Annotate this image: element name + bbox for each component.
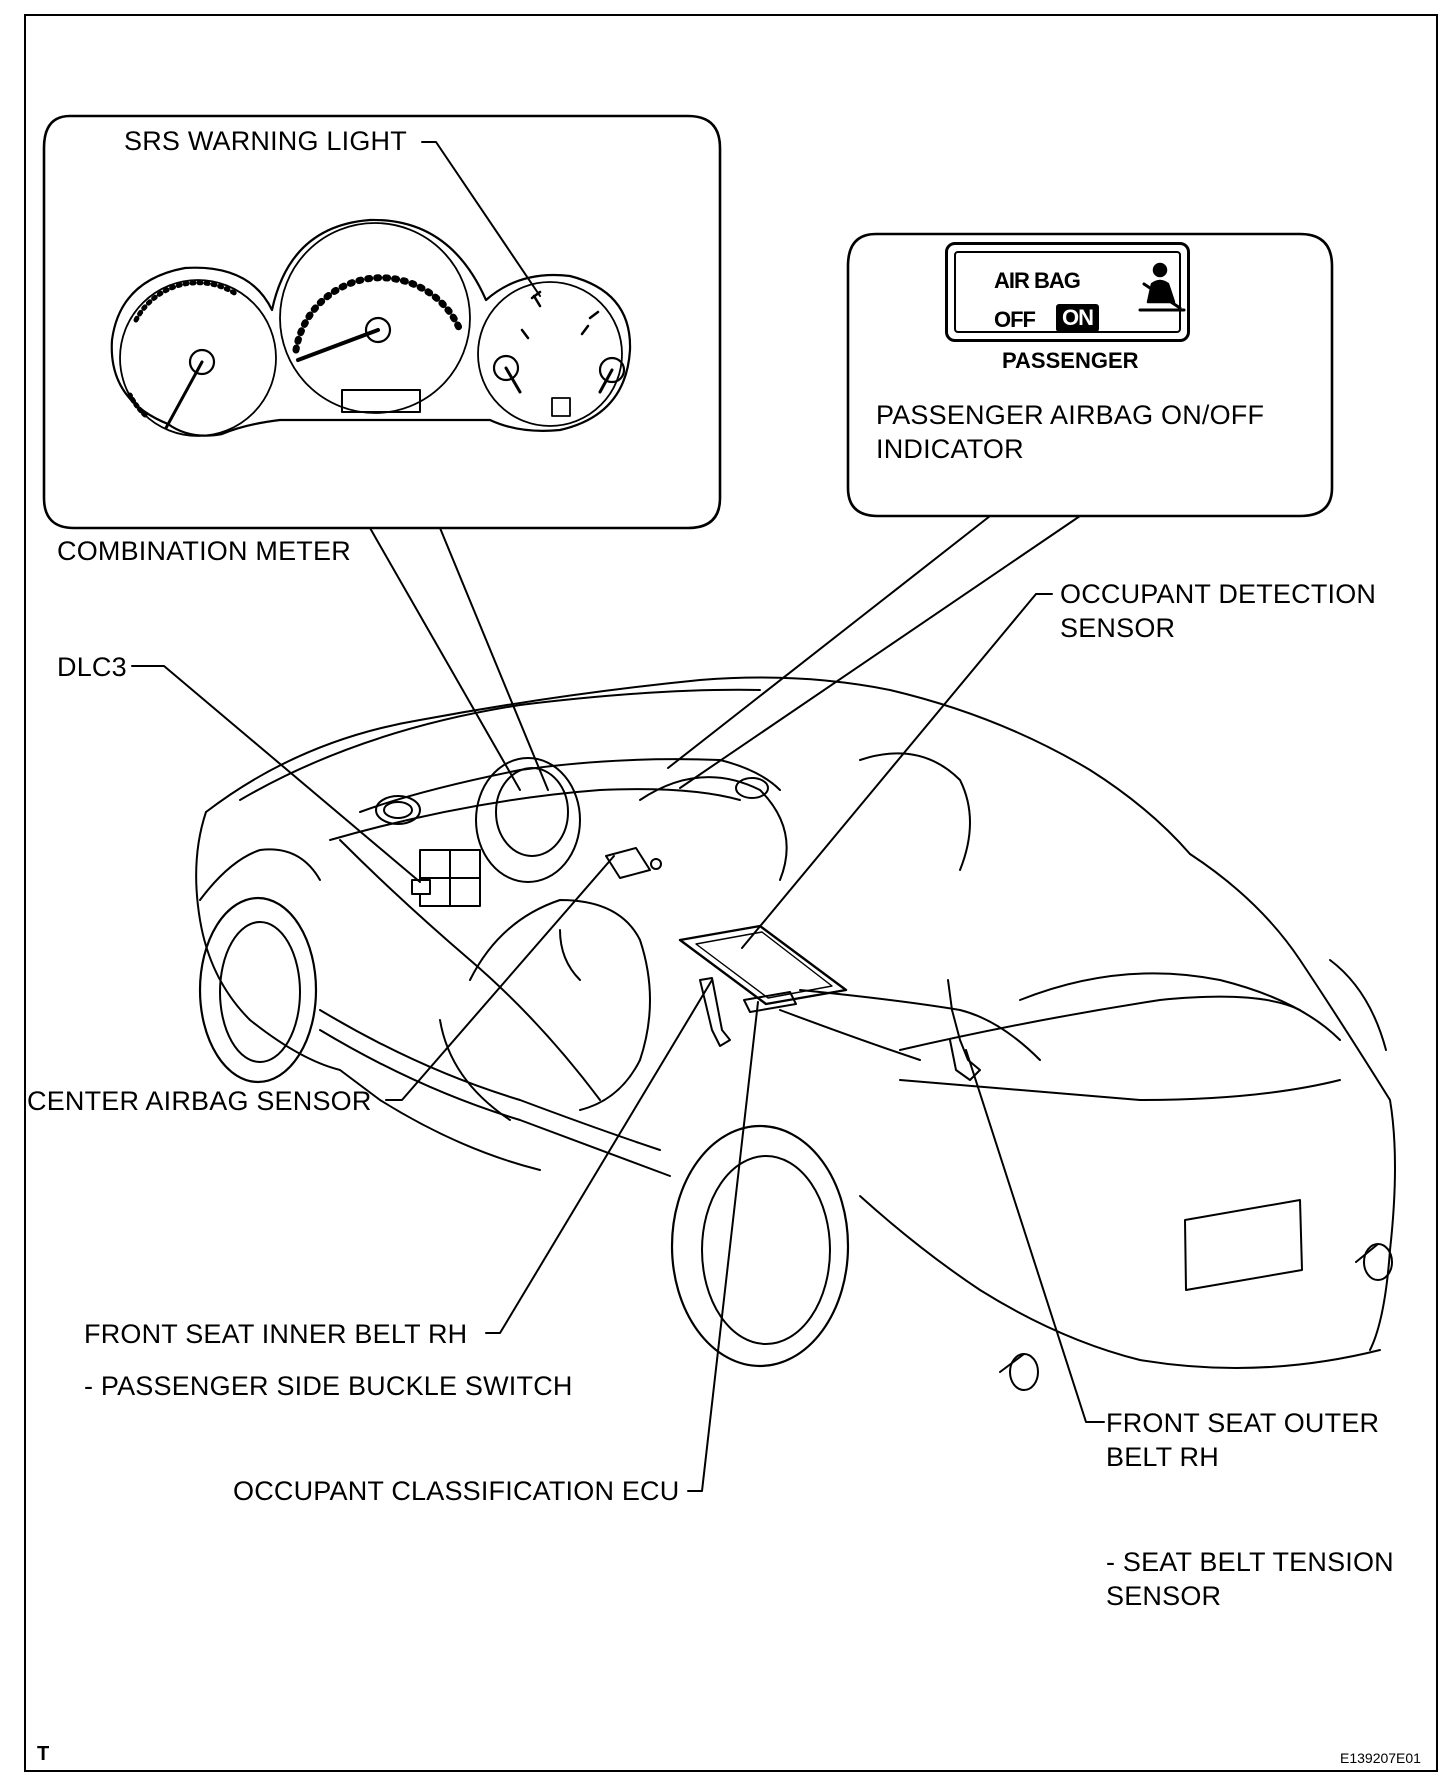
occupant-classification-ecu-label: OCCUPANT CLASSIFICATION ECU — [233, 1476, 680, 1506]
dlc3-label: DLC3 — [57, 652, 127, 682]
leader-lines — [131, 593, 1105, 1492]
passenger-indicator-callout — [667, 232, 1334, 789]
combination-meter-callout — [42, 114, 722, 791]
passenger-buckle-switch-label: - PASSENGER SIDE BUCKLE SWITCH — [84, 1371, 573, 1401]
front-seat-inner-belt-label: FRONT SEAT INNER BELT RH — [84, 1319, 468, 1349]
vehicle-illustration — [195, 676, 1396, 1391]
passenger-indicator-label-line1: PASSENGER AIRBAG ON/OFF — [876, 400, 1265, 430]
center-airbag-sensor-label: CENTER AIRBAG SENSOR — [27, 1086, 372, 1116]
airbag-off-text: OFF — [994, 307, 1036, 332]
combination-meter-label: COMBINATION METER — [57, 536, 351, 566]
front-seat-outer-belt-label-line1: FRONT SEAT OUTER — [1106, 1408, 1380, 1438]
seat-belt-tension-sensor-label-line1: - SEAT BELT TENSION — [1106, 1547, 1394, 1577]
airbag-text: AIR BAG — [994, 268, 1081, 293]
indicator-caption: PASSENGER — [1002, 348, 1139, 373]
seat-belt-tension-sensor-label-line2: SENSOR — [1106, 1581, 1222, 1611]
airbag-indicator-panel: AIR BAG OFF ON — [945, 242, 1190, 342]
occupant-detection-sensor-label-line2: SENSOR — [1060, 613, 1176, 643]
airbag-indicator-inner: AIR BAG OFF ON — [954, 251, 1181, 333]
airbag-on-badge: ON — [1056, 304, 1099, 332]
passenger-indicator-label-line2: INDICATOR — [876, 434, 1024, 464]
diagram-frame — [24, 14, 1438, 1772]
front-seat-outer-belt-label-line2: BELT RH — [1106, 1442, 1219, 1472]
figure-id: E139207E01 — [1340, 1750, 1421, 1766]
occupant-detection-sensor-label-line1: OCCUPANT DETECTION — [1060, 579, 1377, 609]
corner-mark: T — [37, 1743, 50, 1765]
srs-warning-light-label: SRS WARNING LIGHT — [124, 126, 407, 156]
